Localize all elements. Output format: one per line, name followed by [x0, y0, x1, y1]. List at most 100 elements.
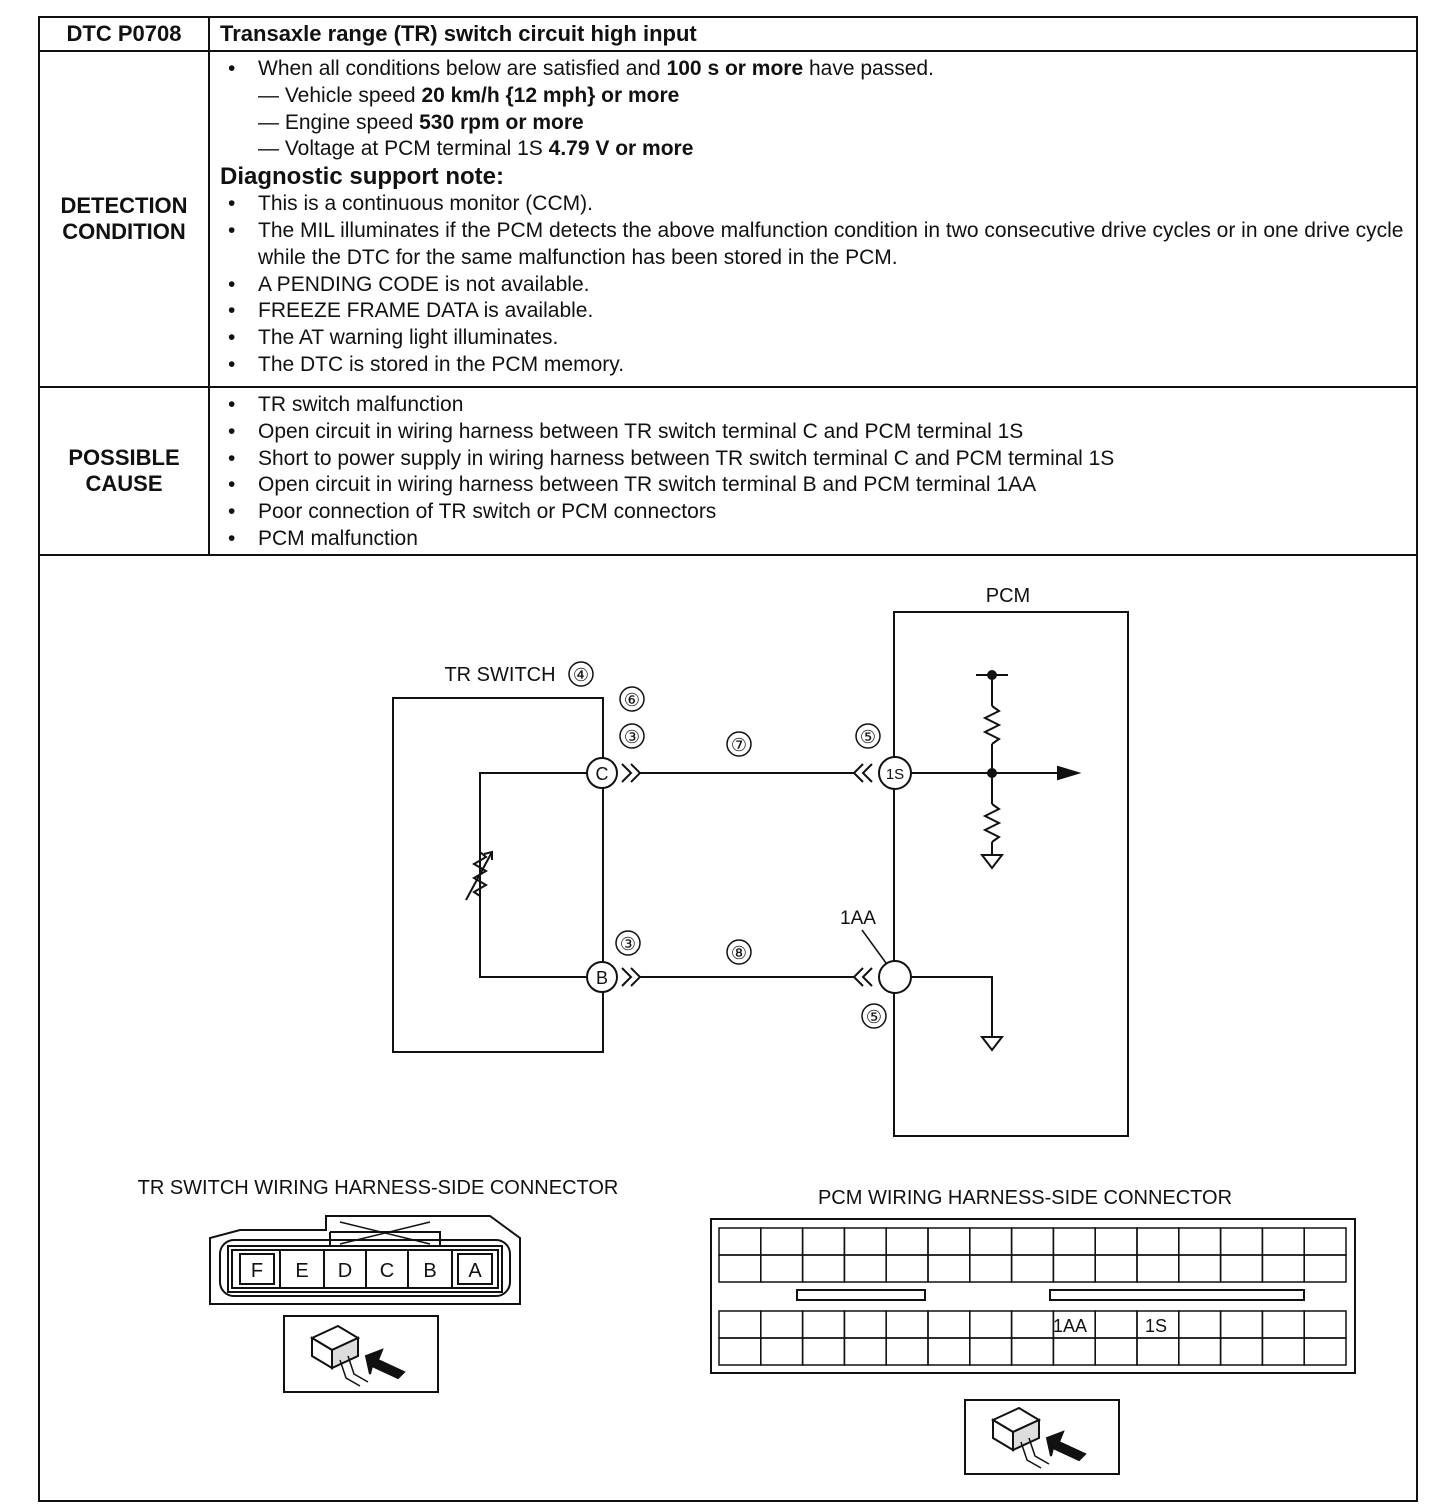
pcm-pin-cell [801, 1227, 846, 1256]
pcm-pin-cell [1261, 1227, 1305, 1256]
terminal-1aa-circle [878, 960, 912, 994]
pcm-pin-cell [843, 1227, 887, 1256]
callout-3: ③ [620, 934, 636, 954]
pcm-pin-cell [1136, 1337, 1180, 1366]
tr-connector-label: TR SWITCH WIRING HARNESS-SIDE CONNECTOR [138, 1177, 619, 1199]
pcm-pin-cell [1219, 1227, 1264, 1256]
pcm-pin-cell [718, 1337, 762, 1366]
pin-label: C [380, 1260, 394, 1282]
callout-3-ring [619, 723, 645, 749]
ground-symbol [979, 1036, 1005, 1052]
detection-intro: When all conditions below are satisfied … [220, 56, 1406, 83]
pcm-box [893, 611, 1129, 1137]
condition-value: 530 rpm or more [419, 110, 584, 134]
pcm-pin-cell [969, 1227, 1013, 1256]
tr-switch-label: TR SWITCH [444, 664, 555, 686]
note-item: The DTC is stored in the PCM memory. [220, 352, 1406, 379]
icon-part [1028, 1437, 1050, 1465]
callout-3-ring [615, 930, 641, 956]
pcm-connector-key [796, 1289, 926, 1301]
pin-highlight [457, 1253, 493, 1285]
pin-highlight [239, 1253, 275, 1285]
callout-6: ⑥ [624, 690, 640, 710]
callout-7-ring [726, 731, 752, 757]
pcm-pin-cell [927, 1337, 971, 1366]
pcm-pin-cell [760, 1254, 804, 1283]
callout-4-ring [568, 661, 594, 687]
note-item: FREEZE FRAME DATA is available. [220, 298, 1406, 325]
connector-symbol [621, 763, 633, 783]
terminal-c-circle [586, 757, 618, 789]
pcm-pin-cell [1094, 1310, 1138, 1339]
detection-content: When all conditions below are satisfied … [210, 52, 1416, 386]
note-item: This is a continuous monitor (CCM). [220, 191, 1406, 218]
dtc-title: Transaxle range (TR) switch circuit high… [220, 21, 697, 46]
cause-list: TR switch malfunction Open circuit in wi… [220, 392, 1406, 553]
pcm-pin-cell [969, 1337, 1013, 1366]
pcm-pin-cell [1303, 1337, 1347, 1366]
connector-view-icon [309, 1324, 406, 1387]
terminal-1aa-label: 1AA [840, 908, 876, 929]
pulldown-resistor [982, 803, 1002, 843]
cause-item: PCM malfunction [220, 526, 1406, 553]
icon-part [331, 1336, 359, 1370]
pcm-pin-cell [1178, 1227, 1222, 1256]
callout-6-ring [619, 686, 645, 712]
pin-label: F [251, 1260, 263, 1282]
connector-view-icon [990, 1406, 1087, 1469]
pcm-pin-cell [927, 1254, 971, 1283]
condition-item: — Voltage at PCM terminal 1S 4.79 V or m… [220, 136, 1406, 163]
cause-item: Poor connection of TR switch or PCM conn… [220, 499, 1406, 526]
tr-connector-latch-x [339, 1221, 431, 1245]
callout-7: ⑦ [731, 735, 747, 755]
variable-resistor-arrowhead [483, 850, 493, 860]
pcm-pin-cell [718, 1254, 762, 1283]
signal-arrow [1057, 765, 1082, 781]
pcm-pin-cell [1094, 1254, 1138, 1283]
intro-pre: When all conditions below are satisfied … [258, 57, 667, 80]
pullup-resistor [982, 705, 1002, 745]
pcm-pin-cell [1219, 1337, 1264, 1366]
tr-switch-connector: TR SWITCH WIRING HARNESS-SIDE CONNECTOR … [138, 1177, 619, 1393]
cause-item: Short to power supply in wiring harness … [220, 446, 1406, 473]
connector-symbol [621, 967, 633, 987]
terminal-1s-label: 1S [886, 766, 904, 783]
pin-cell [451, 1249, 499, 1289]
pcm-pin-cell [1010, 1337, 1055, 1366]
condition-value: 20 km/h {12 mph} or more [421, 83, 680, 107]
view-arrow [1045, 1430, 1087, 1462]
intro-bold: 100 s or more [666, 57, 804, 80]
pcm-pin-1s-label: 1S [1145, 1316, 1167, 1336]
pcm-pin-cell [760, 1337, 804, 1366]
view-direction-box [283, 1315, 439, 1393]
tr-switch: TR SWITCH ④ [392, 661, 604, 1053]
condition-text: — Vehicle speed [258, 83, 422, 107]
pcm-pin-cell [1052, 1254, 1096, 1283]
pin-label: E [295, 1260, 308, 1282]
cause-item: TR switch malfunction [220, 392, 1406, 419]
terminal-1s: 1S [878, 756, 912, 790]
callout-8: ⑧ [731, 943, 747, 963]
pcm-pin-cell [885, 1227, 929, 1256]
icon-part [1012, 1418, 1040, 1452]
pcm-pin-cell [927, 1310, 971, 1339]
pcm-pin-cell [885, 1337, 929, 1366]
pin-label: A [468, 1260, 482, 1282]
cause-label-line2: CAUSE [85, 471, 163, 496]
tr-internal-wire [479, 772, 589, 978]
pcm-pin-cell [1094, 1337, 1138, 1366]
view-direction-box [964, 1399, 1120, 1475]
pcm-pin-cell [1261, 1310, 1305, 1339]
detection-label-line1: DETECTION [60, 193, 188, 218]
pcm-pin-cell [1178, 1337, 1222, 1366]
pcm-pin-cell [1052, 1227, 1096, 1256]
pcm-pin-cell [1261, 1254, 1305, 1283]
pcm-pin-cell [718, 1310, 762, 1339]
diagnostic-notes: This is a continuous monitor (CCM). The … [220, 191, 1406, 379]
pcm-pin-cell [1010, 1254, 1055, 1283]
dtc-sheet: DTC P0708 Transaxle range (TR) switch ci… [38, 16, 1418, 1502]
pcm-pin-cell [1052, 1337, 1096, 1366]
